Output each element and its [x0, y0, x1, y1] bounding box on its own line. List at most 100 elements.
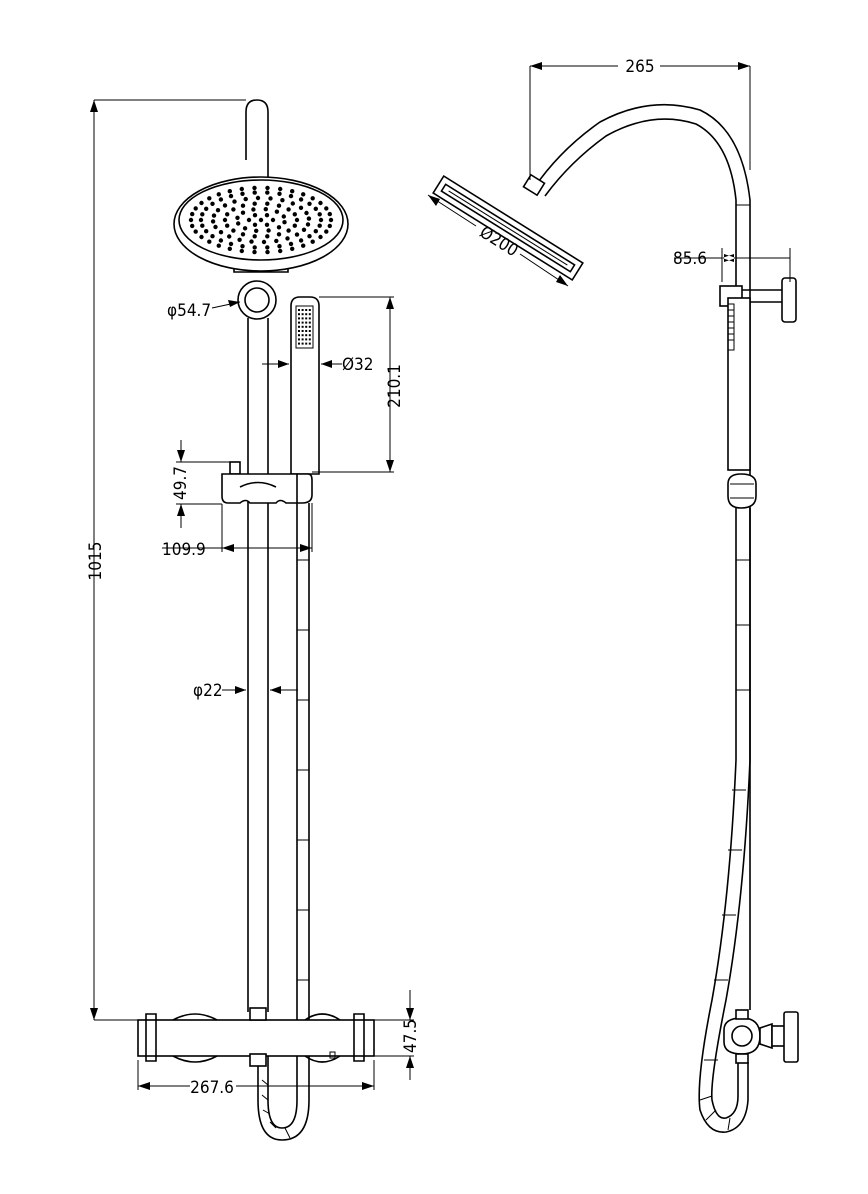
hand-shower-nozzle — [301, 317, 304, 320]
hand-shower-nozzle — [301, 313, 304, 316]
nozzle-pattern — [188, 185, 334, 255]
nozzle-dot — [276, 225, 282, 230]
nozzle-dot — [200, 223, 205, 228]
label-valve-height: 47.5 — [401, 1019, 421, 1053]
dim-handshower-length: 210.1 — [312, 296, 405, 473]
hand-shower-nozzle — [298, 325, 300, 328]
hand-shower-nozzle — [305, 338, 308, 341]
nozzle-dot — [252, 213, 258, 218]
hand-shower-nozzle — [305, 342, 308, 345]
nozzle-dot — [277, 191, 282, 196]
nozzle-dot — [278, 248, 283, 254]
nozzle-dot — [227, 246, 232, 251]
nozzle-dot — [318, 200, 323, 206]
nozzle-dot — [261, 239, 267, 245]
dim-arm-reach: 265 — [529, 57, 751, 180]
hand-shower-nozzle — [305, 334, 308, 337]
label-holder-diameter: φ54.7 — [167, 301, 211, 321]
nozzle-dot — [243, 196, 248, 202]
nozzle-dot — [313, 229, 318, 234]
nozzle-dot — [193, 229, 198, 234]
nozzle-dot — [193, 206, 198, 211]
label-handshower-length: 210.1 — [385, 364, 405, 408]
dim-total-height: 1015 — [86, 99, 246, 1021]
nozzle-dot — [298, 238, 304, 243]
nozzle-dot — [310, 196, 315, 201]
nozzle-dot — [306, 216, 312, 221]
nozzle-dot — [222, 203, 228, 208]
nozzle-dot — [216, 243, 221, 248]
nozzle-dot — [313, 206, 318, 211]
nozzle-dot — [304, 210, 309, 216]
nozzle-dot — [307, 201, 312, 206]
slider-side — [727, 473, 757, 509]
nozzle-dot — [190, 223, 195, 229]
nozzle-dot — [204, 206, 209, 211]
nozzle-dot — [317, 223, 322, 228]
hand-shower-nozzle — [305, 330, 308, 332]
nozzle-dot — [298, 205, 304, 210]
nozzle-dot — [264, 213, 270, 218]
nozzle-dot — [294, 217, 300, 223]
nozzle-dot — [255, 195, 261, 201]
nozzle-dot — [252, 222, 258, 227]
nozzle-dot — [286, 207, 291, 212]
nozzle-dot — [277, 244, 282, 249]
nozzle-dot — [218, 197, 224, 202]
hand-shower-nozzle — [305, 313, 308, 316]
nozzle-dot — [286, 228, 291, 233]
valve-side — [723, 1009, 799, 1064]
nozzle-dot — [317, 212, 322, 217]
nozzle-dot — [265, 185, 270, 191]
nozzle-dot — [288, 241, 294, 247]
nozzle-dot — [327, 211, 332, 217]
nozzle-dot — [290, 201, 295, 206]
nozzle-dot — [252, 190, 257, 195]
nozzle-dot — [204, 229, 209, 234]
nozzle-dot — [270, 217, 276, 223]
nozzle-dot — [237, 237, 242, 242]
hand-shower-nozzles — [298, 309, 311, 345]
hand-shower-nozzle — [308, 321, 311, 324]
hand-shower-nozzle — [298, 317, 300, 320]
dim-wall-offset: 85.6 — [673, 248, 791, 282]
nozzle-dot — [265, 201, 270, 206]
dim-slider-projection: 109.9 — [162, 503, 313, 560]
nozzle-dot — [190, 211, 195, 217]
nozzle-dot — [288, 193, 294, 199]
front-view: 1015 φ54.7 Ø32 210.1 49.7 109.9 — [86, 99, 421, 1141]
nozzle-dot — [198, 217, 204, 223]
nozzle-dot — [301, 227, 307, 232]
hand-shower-nozzle — [308, 342, 311, 345]
hand-shower-nozzle — [301, 309, 304, 311]
hand-shower-nozzle — [308, 338, 311, 341]
nozzle-dot — [242, 226, 248, 231]
hand-shower-nozzle — [308, 317, 311, 320]
hand-shower-nozzle — [305, 321, 308, 324]
nozzle-dot — [225, 223, 230, 228]
nozzle-dot — [324, 229, 329, 234]
nozzle-dot — [305, 222, 311, 227]
nozzle-dot — [213, 224, 218, 230]
nozzle-dot — [239, 248, 244, 254]
nozzle-dot — [290, 246, 295, 251]
hand-shower-nozzle — [301, 321, 304, 324]
nozzle-dot — [215, 208, 221, 213]
nozzle-dot — [239, 186, 244, 192]
nozzle-dot — [231, 228, 236, 233]
nozzle-dot — [327, 223, 332, 229]
nozzle-dot — [285, 236, 290, 241]
nozzle-dot — [210, 234, 215, 239]
nozzle-dot — [292, 223, 297, 228]
hand-shower-nozzle — [298, 309, 300, 311]
nozzle-dot — [207, 196, 212, 201]
hand-shower-nozzle — [305, 325, 308, 328]
hand-shower-nozzle — [308, 334, 311, 337]
nozzle-dot — [265, 249, 270, 255]
nozzle-dot — [281, 214, 286, 219]
nozzle-dot — [228, 241, 234, 247]
nozzle-dot — [240, 210, 246, 215]
hand-shower-nozzle — [301, 330, 304, 332]
dim-slider-height: 49.7 — [171, 440, 232, 528]
